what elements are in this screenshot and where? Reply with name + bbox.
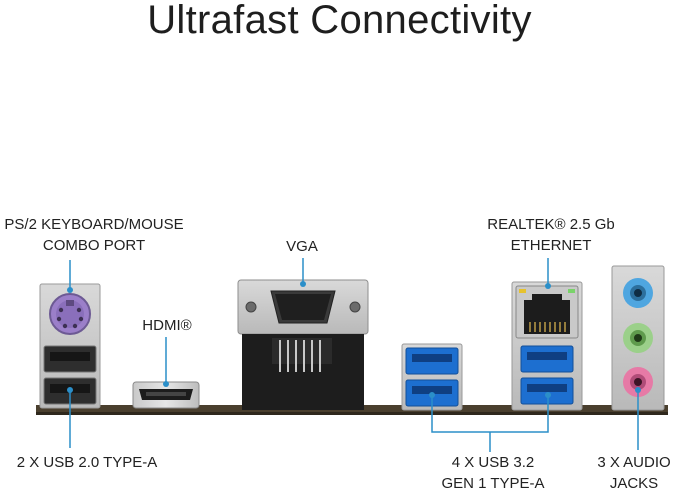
ethernet-usb3-stack [511,281,583,411]
audio-jacks-label: 3 X AUDIO JACKS [588,452,679,494]
ps2-port-label: PS/2 KEYBOARD/MOUSE COMBO PORT [0,214,192,256]
usb3-label-line2: GEN 1 TYPE-A [441,475,545,492]
hdmi-port [132,381,200,409]
audio-label-line2: JACKS [609,475,659,492]
audio-label-line1: 3 X AUDIO [597,454,671,471]
ps2-label-line2: COMBO PORT [42,237,146,254]
callout-lines [69,258,639,452]
usb2-port-label: 2 X USB 2.0 TYPE-A [16,454,158,471]
usb3-label-line1: 4 X USB 3.2 [451,454,535,471]
ps2-label-line1: PS/2 KEYBOARD/MOUSE [4,216,184,233]
usb3-port-label: 4 X USB 3.2 GEN 1 TYPE-A [434,452,552,494]
audio-jack-stack [611,265,665,411]
ethernet-label-line1: REALTEK® 2.5 Gb [487,216,615,233]
usb3-stack-left [401,343,463,411]
page-title: Ultrafast Connectivity [147,0,532,42]
callout-dots [67,281,641,398]
ethernet-port-label: REALTEK® 2.5 Gb ETHERNET [474,214,628,256]
pcb-board-edge [36,412,668,415]
hdmi-port-label: HDMI® [142,317,192,334]
ethernet-label-line2: ETHERNET [510,237,592,254]
vga-port [237,279,369,410]
vga-port-label: VGA [286,238,318,255]
